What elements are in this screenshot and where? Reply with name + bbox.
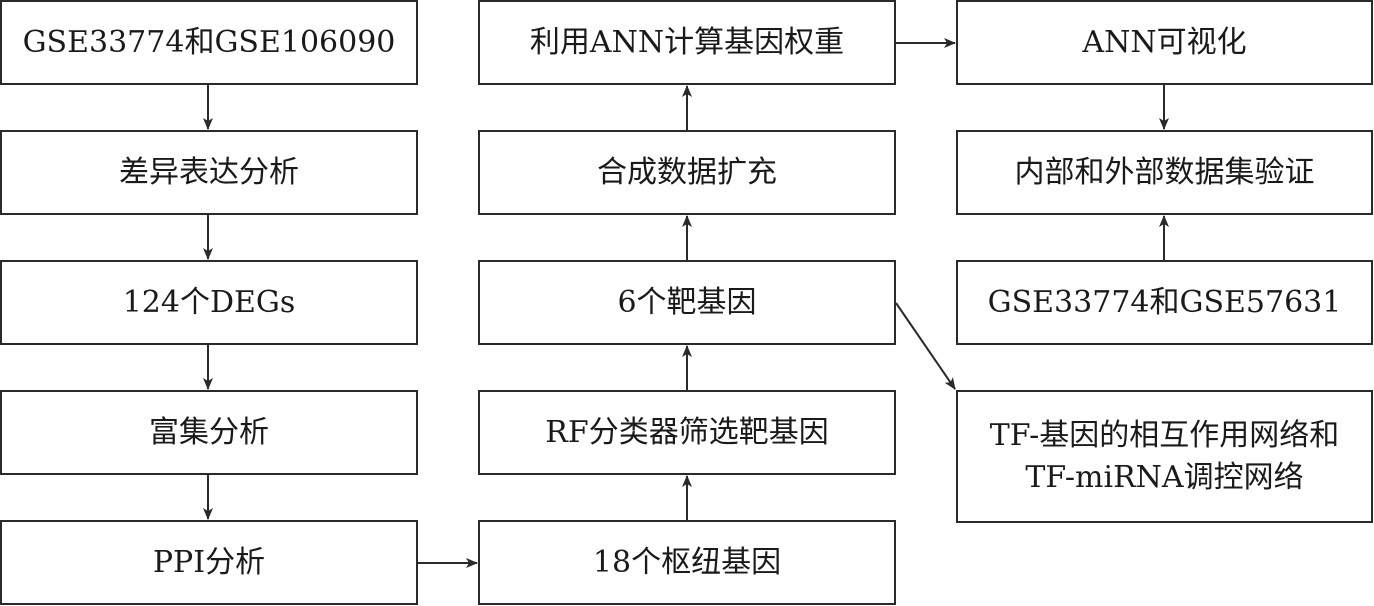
arrow-targets-to-tf-network (895, 302, 956, 390)
box-rf-screen: RF分类器筛选靶基因 (478, 390, 896, 475)
box-validation-sets: GSE33774和GSE57631 (956, 260, 1373, 345)
box-enrichment: 富集分析 (0, 390, 418, 475)
box-augmentation: 合成数据扩充 (478, 130, 896, 215)
box-ann-weights: 利用ANN计算基因权重 (478, 0, 896, 85)
box-hub-genes: 18个枢纽基因 (478, 520, 896, 605)
box-target-genes: 6个靶基因 (478, 260, 896, 345)
box-tf-network: TF-基因的相互作用网络和 TF-miRNA调控网络 (956, 390, 1373, 523)
box-ppi: PPI分析 (0, 520, 418, 605)
box-datasets: GSE33774和GSE106090 (0, 0, 418, 85)
box-ann-visual: ANN可视化 (956, 0, 1373, 85)
box-diff-analysis: 差异表达分析 (0, 130, 418, 215)
box-validation: 内部和外部数据集验证 (956, 130, 1373, 215)
box-degs: 124个DEGs (0, 260, 418, 345)
